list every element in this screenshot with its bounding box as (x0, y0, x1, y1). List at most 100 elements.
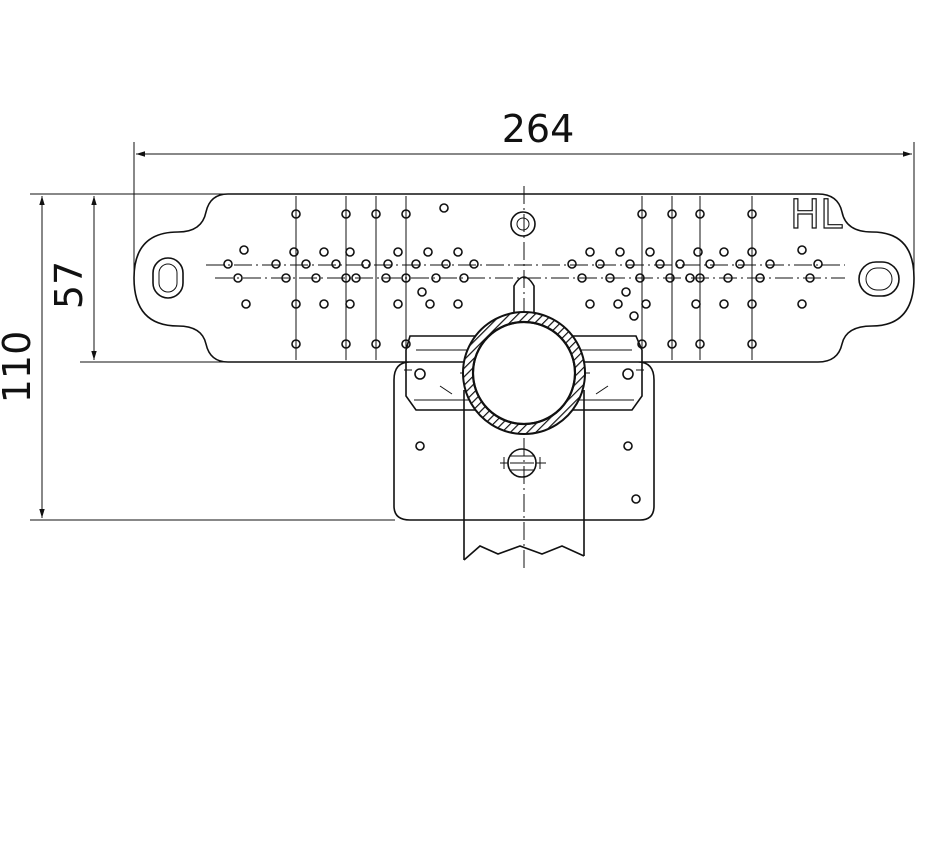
mounting-hole (695, 209, 705, 219)
mounting-hole (291, 209, 301, 219)
mounting-hole (361, 259, 371, 269)
mounting-hole (291, 299, 301, 309)
mounting-hole (695, 273, 705, 283)
mounting-hole (655, 259, 665, 269)
dimension-label-110: 110 (0, 331, 39, 404)
mounting-hole (695, 339, 705, 349)
dimension-label-width: 264 (502, 107, 575, 151)
mounting-hole (675, 259, 685, 269)
mounting-plate-outline (133, 193, 915, 521)
flow-symbol (500, 448, 546, 478)
mounting-hole (319, 299, 329, 309)
mounting-hole (719, 247, 729, 257)
dimension-label-57: 57 (47, 261, 91, 309)
mounting-hole (577, 273, 587, 283)
mounting-hole (401, 273, 411, 283)
mounting-hole (723, 273, 733, 283)
hole-grid-lines (295, 196, 753, 360)
mounting-hole (441, 259, 451, 269)
mounting-hole (411, 259, 421, 269)
hole-pattern (223, 203, 823, 349)
mounting-hole (735, 259, 745, 269)
mounting-hole (341, 339, 351, 349)
mounting-hole (747, 339, 757, 349)
plate-hole (623, 441, 633, 451)
mounting-hole (241, 299, 251, 309)
mounting-hole (453, 247, 463, 257)
mounting-hole (755, 273, 765, 283)
mounting-hole (439, 203, 449, 213)
locating-pin (513, 276, 535, 318)
mounting-hole (635, 273, 645, 283)
mounting-hole (417, 287, 427, 297)
mounting-hole (331, 259, 341, 269)
mounting-hole (567, 259, 577, 269)
mounting-hole (233, 273, 243, 283)
mounting-hole (685, 273, 695, 283)
mounting-hole (351, 273, 361, 283)
mounting-hole (705, 259, 715, 269)
pipe-break-line (463, 545, 585, 561)
mounting-hole (341, 273, 351, 283)
mounting-hole (613, 299, 623, 309)
mounting-hole (585, 247, 595, 257)
mounting-hole (291, 339, 301, 349)
mounting-hole (401, 209, 411, 219)
mounting-hole (239, 245, 249, 255)
dimension-plate-height: 57 (47, 193, 230, 363)
mounting-hole (645, 247, 655, 257)
mounting-hole (301, 259, 311, 269)
bracket-tabs (404, 369, 644, 395)
mounting-hole (797, 299, 807, 309)
slot-hole-left (152, 257, 184, 299)
dimension-total-height: 110 (0, 193, 395, 521)
mounting-hole (223, 259, 233, 269)
logo-hl: HL (790, 192, 843, 238)
mounting-hole (341, 209, 351, 219)
mounting-hole (393, 299, 403, 309)
mounting-hole (345, 247, 355, 257)
mounting-hole (383, 259, 393, 269)
mounting-hole (667, 209, 677, 219)
pipe-walls (463, 390, 585, 560)
mounting-hole (319, 247, 329, 257)
mounting-hole (667, 339, 677, 349)
pipe-cross-section (462, 311, 586, 435)
mounting-hole (371, 339, 381, 349)
plate-hole (415, 441, 425, 451)
mounting-hole (615, 247, 625, 257)
mounting-hole (381, 273, 391, 283)
mounting-hole (431, 273, 441, 283)
mounting-hole (747, 299, 757, 309)
mounting-hole (425, 299, 435, 309)
plate-hole (631, 494, 641, 504)
mounting-hole (453, 299, 463, 309)
mounting-hole (625, 259, 635, 269)
mounting-hole (371, 209, 381, 219)
mounting-hole (641, 299, 651, 309)
mounting-hole (637, 209, 647, 219)
mounting-hole (693, 247, 703, 257)
pipe-bracket (405, 335, 643, 411)
mounting-hole (747, 209, 757, 219)
mounting-hole (797, 245, 807, 255)
mounting-hole (469, 259, 479, 269)
mounting-hole (311, 273, 321, 283)
dimension-width: 264 (133, 107, 915, 280)
mounting-hole (621, 287, 631, 297)
mounting-hole (665, 273, 675, 283)
mounting-hole (393, 247, 403, 257)
bracket-screw-left (414, 368, 426, 380)
slot-hole-right (858, 261, 900, 297)
mounting-hole (747, 247, 757, 257)
mounting-hole (691, 299, 701, 309)
mounting-hole (805, 273, 815, 283)
bracket-screw-right (622, 368, 634, 380)
mounting-hole (765, 259, 775, 269)
mounting-hole (459, 273, 469, 283)
mounting-hole (813, 259, 823, 269)
mounting-hole (595, 259, 605, 269)
mounting-hole (289, 247, 299, 257)
mounting-hole (585, 299, 595, 309)
